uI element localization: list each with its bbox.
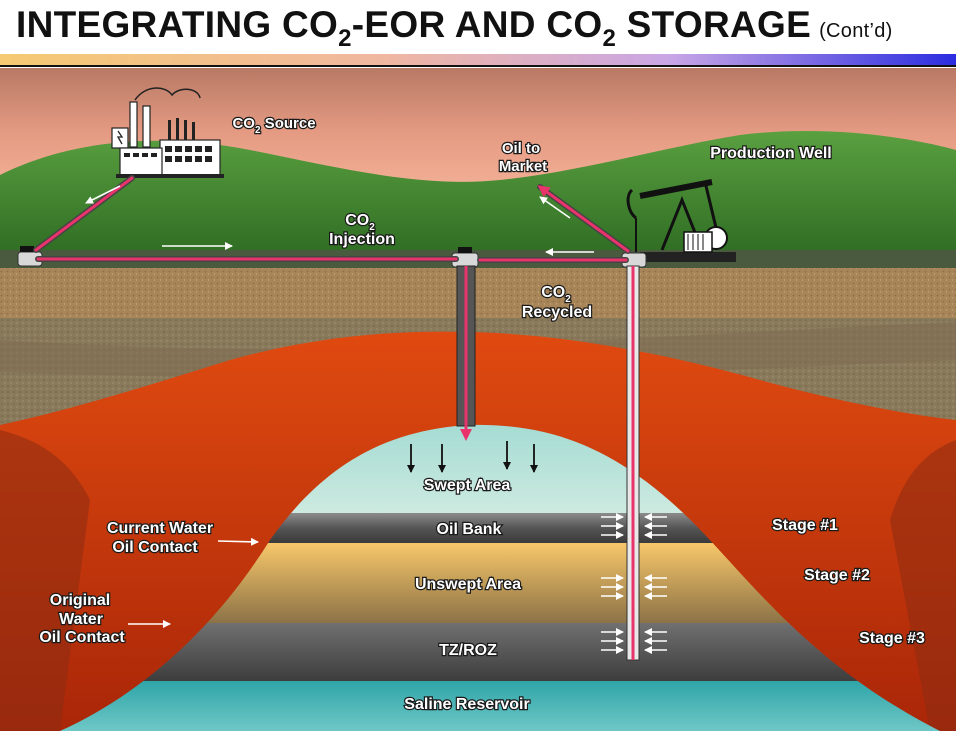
title-subscript-2: 2 [602,25,617,52]
surface-flow-arrows [85,185,594,628]
title-subscript-1: 2 [338,25,352,52]
well-inflow-arrows [601,513,667,654]
co2-source-label: CO2 Source [232,115,315,136]
title-text-3: STORAGE [616,4,812,45]
saline-reservoir-zone [60,681,940,731]
injection-well [456,265,476,441]
saline-reservoir-label: Saline Reservoir [404,696,529,713]
co2-injection-label-line2: Injection [329,231,395,248]
stage-1-label: Stage #1 [772,517,838,534]
original-water-oil-contact-label-line2: Water [59,611,103,628]
original-water-oil-contact-label-line1: Original [50,592,110,609]
tz-roz-zone [60,623,940,681]
co2-recycled-label-line1: CO2 [541,284,571,305]
title-suffix: (Cont’d) [819,20,893,42]
soil-layer-upper [0,268,956,318]
current-water-oil-contact-label-line1: Current Water [107,520,213,537]
title-gradient-rule [0,54,956,65]
title-text-1: INTEGRATING CO [16,4,339,45]
unswept-area-label: Unswept Area [415,576,521,593]
co2-eor-storage-diagram: CO2 Source Oil to Market Production Well… [0,68,956,731]
original-water-oil-contact-label-line3: Oil Contact [39,629,125,646]
oil-bank-label: Oil Bank [437,521,502,538]
oil-to-market-label-line1: Oil to [502,140,540,157]
swept-area-label: Swept Area [424,477,511,494]
slide-title: INTEGRATING CO2-EOR AND CO2 STORAGE(Cont… [16,4,893,53]
current-water-oil-contact-label-line2: Oil Contact [112,539,198,556]
stage-2-label: Stage #2 [804,567,870,584]
co2-injection-label-line1: CO2 [345,212,375,233]
production-well-label: Production Well [710,145,831,162]
caprock-outer-flank-right [890,440,956,731]
stage-3-label: Stage #3 [859,630,925,647]
title-text-2: -EOR AND CO [351,4,603,45]
co2-source-factory-icon [111,87,224,178]
pump-jack-icon [626,179,736,262]
title-divider-line [0,65,956,67]
production-well [626,265,640,661]
oil-to-market-label-line2: Market [499,158,547,175]
swept-flow-arrows [407,441,538,473]
co2-recycled-label-line2: Recycled [522,304,592,321]
caprock-outer-flank [0,430,90,731]
tz-roz-label: TZ/ROZ [439,642,497,659]
co2-pipeline [33,175,631,263]
slide-header: INTEGRATING CO2-EOR AND CO2 STORAGE(Cont… [0,0,956,68]
